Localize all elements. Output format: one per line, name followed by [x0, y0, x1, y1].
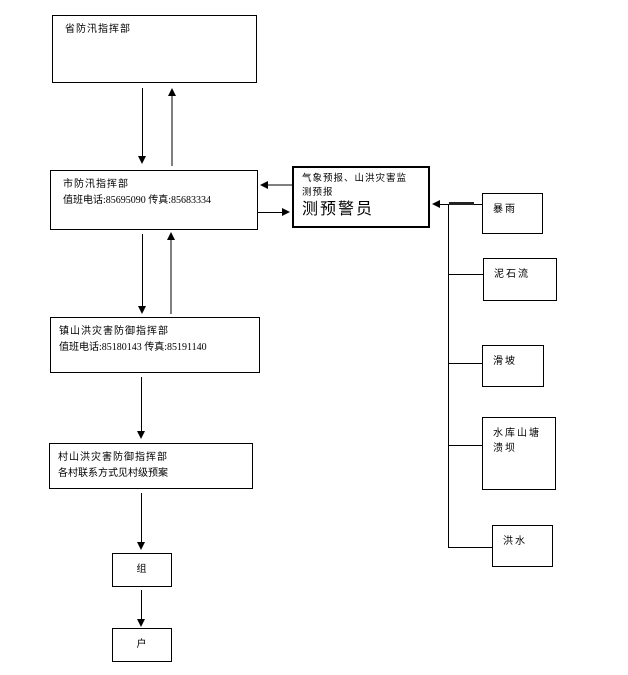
- city-hq-box: 市防汛指挥部 值班电话:85695090 传真:85683334: [50, 170, 258, 230]
- hazard-box-dam-break: 水库山塘 溃坝: [482, 417, 556, 490]
- arrow-forecast-to-city-head: [260, 181, 268, 189]
- city-hq-contact: 值班电话:85695090 传真:85683334: [63, 195, 212, 206]
- forecast-warden-label: 测预警员: [302, 201, 375, 218]
- arrow-village-to-group-head: [137, 542, 145, 550]
- city-hq-label: 市防汛指挥部: [63, 179, 129, 190]
- arrow-city-to-province-shaft: [171, 96, 173, 166]
- hazard-debris-flow-label: 泥石流: [494, 269, 530, 280]
- province-hq-label: 省防汛指挥部: [65, 24, 131, 35]
- arrow-town-to-village-shaft: [141, 377, 142, 431]
- group-label: 组: [136, 564, 148, 575]
- hazard-connector-landslide: [448, 363, 482, 364]
- household-label: 户: [136, 639, 148, 650]
- province-hq-box: 省防汛指挥部: [52, 15, 257, 83]
- hazard-landslide-label: 滑坡: [493, 356, 517, 367]
- hazard-flood-label: 洪水: [503, 536, 527, 547]
- hazard-box-flood: 洪水: [492, 525, 553, 567]
- town-hq-box: 镇山洪灾害防御指挥部 值班电话:85180143 传真:85191140: [50, 317, 260, 373]
- arrow-town-to-city-head: [167, 232, 175, 240]
- arrow-province-to-city-head: [138, 156, 146, 164]
- town-hq-contact: 值班电话:85180143 传真:85191140: [59, 342, 207, 353]
- hazard-connector-flood: [448, 547, 492, 548]
- arrow-hazards-to-forecast-head: [432, 200, 440, 208]
- arrow-town-to-city-shaft: [170, 240, 172, 314]
- hazard-box-landslide: 滑坡: [482, 345, 544, 387]
- town-hq-label: 镇山洪灾害防御指挥部: [59, 326, 169, 337]
- arrow-city-to-forecast-shaft: [258, 212, 282, 213]
- arrow-province-to-city-shaft: [142, 88, 143, 156]
- hazard-dam-break-label: 水库山塘 溃坝: [493, 428, 541, 454]
- monitor-forecast-description: 气象预报、山洪灾害监 测预报: [302, 174, 408, 198]
- hazard-connector-debris-flow: [448, 274, 483, 275]
- village-hq-box: 村山洪灾害防御指挥部 各村联系方式见村级预案: [49, 443, 253, 489]
- arrow-city-to-town-head: [138, 306, 146, 314]
- group-box: 组: [112, 553, 172, 587]
- arrow-town-to-village-head: [137, 431, 145, 439]
- hazard-box-rainstorm: 暴雨: [482, 193, 543, 234]
- arrow-village-to-group-shaft: [141, 493, 142, 542]
- hazard-rainstorm-label: 暴雨: [493, 204, 517, 215]
- arrow-group-to-household-shaft: [141, 590, 142, 619]
- monitor-forecast-box: 气象预报、山洪灾害监 测预报 测预警员: [292, 166, 430, 228]
- arrow-group-to-household-head: [137, 619, 145, 627]
- arrow-hazards-to-forecast-bold-segment: [449, 202, 474, 205]
- hazard-connector-dam-break: [448, 445, 482, 446]
- arrow-city-to-province-head: [168, 88, 176, 96]
- village-hq-note: 各村联系方式见村级预案: [58, 468, 168, 479]
- household-box: 户: [112, 628, 172, 662]
- arrow-forecast-to-city-shaft: [268, 184, 292, 186]
- arrow-city-to-forecast-head: [282, 208, 290, 216]
- hazard-box-debris-flow: 泥石流: [483, 258, 557, 301]
- arrow-city-to-town-shaft: [142, 234, 143, 306]
- village-hq-label: 村山洪灾害防御指挥部: [58, 452, 168, 463]
- hazard-trunk-line: [448, 205, 449, 547]
